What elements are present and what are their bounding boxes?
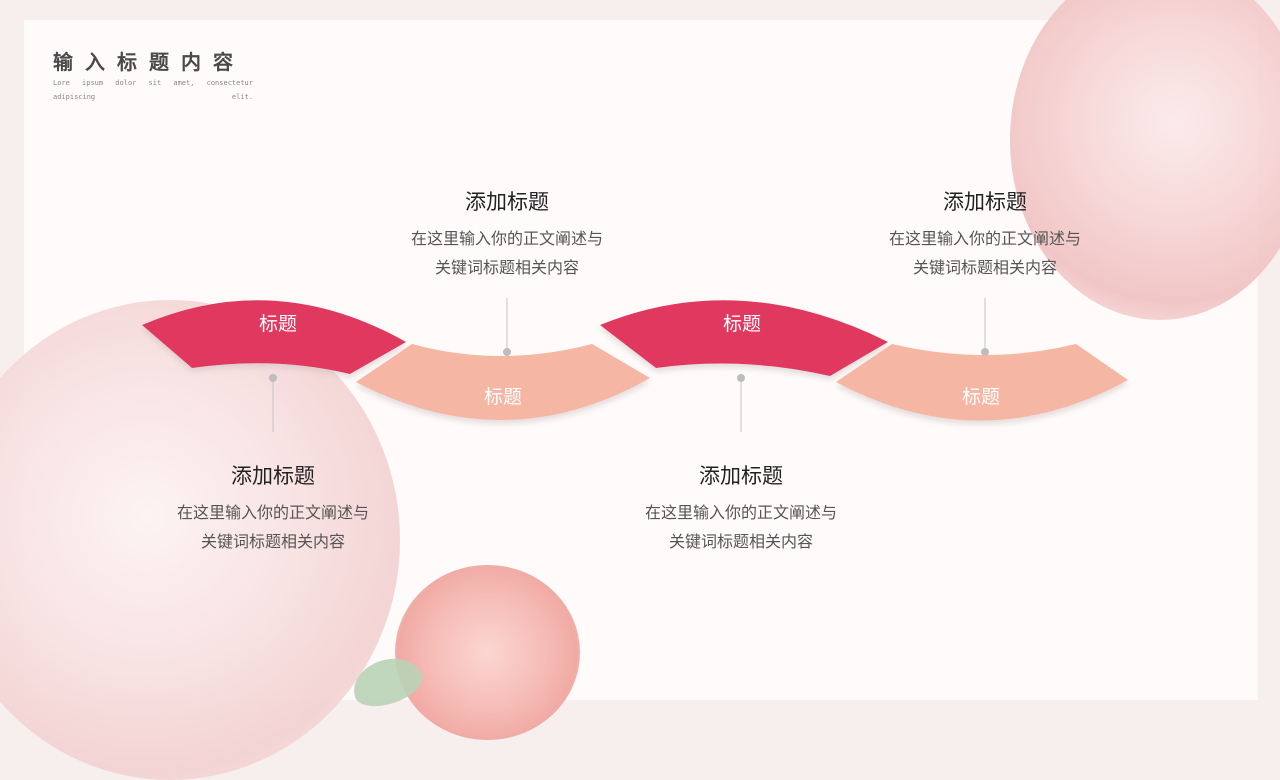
item-desc-1: 在这里输入你的正文阐述与关键词标题相关内容 xyxy=(176,503,369,551)
item-block-2: 添加标题 在这里输入你的正文阐述与关键词标题相关内容 xyxy=(404,188,610,282)
rose-bottom-left-image xyxy=(0,300,400,780)
item-title-1: 添加标题 xyxy=(231,464,315,488)
item-title-2: 添加标题 xyxy=(465,190,549,214)
wave-segment-1: 标题 xyxy=(142,300,406,374)
page-title: 输入标题内容 xyxy=(53,50,245,74)
wave-diagram: 标题 标题 标题 标题 xyxy=(142,298,1128,432)
item-title-3: 添加标题 xyxy=(699,464,783,488)
item-desc-2: 在这里输入你的正文阐述与关键词标题相关内容 xyxy=(410,229,603,277)
segment-label-4: 标题 xyxy=(962,386,1000,408)
item-desc-4: 在这里输入你的正文阐述与关键词标题相关内容 xyxy=(888,229,1081,277)
item-block-4: 添加标题 在这里输入你的正文阐述与关键词标题相关内容 xyxy=(882,188,1088,282)
rose-bottom-middle-image xyxy=(395,565,580,740)
item-block-1: 添加标题 在这里输入你的正文阐述与关键词标题相关内容 xyxy=(170,462,376,556)
wave-segment-4: 标题 xyxy=(836,344,1128,421)
segment-label-2: 标题 xyxy=(484,386,522,408)
segment-label-1: 标题 xyxy=(259,313,297,335)
connector-2 xyxy=(503,298,511,356)
connector-1 xyxy=(269,374,277,432)
item-block-3: 添加标题 在这里输入你的正文阐述与关键词标题相关内容 xyxy=(638,462,844,556)
item-title-4: 添加标题 xyxy=(943,190,1027,214)
wave-segment-3: 标题 xyxy=(600,300,888,376)
rose-top-right-image xyxy=(1010,0,1280,320)
item-desc-3: 在这里输入你的正文阐述与关键词标题相关内容 xyxy=(644,503,837,551)
connector-4 xyxy=(981,298,989,356)
page-subtitle: Lore ipsum dolor sit amet, consectetur a… xyxy=(53,79,253,101)
segment-label-3: 标题 xyxy=(723,313,761,335)
wave-segment-2: 标题 xyxy=(356,344,650,421)
connector-3 xyxy=(737,374,745,432)
